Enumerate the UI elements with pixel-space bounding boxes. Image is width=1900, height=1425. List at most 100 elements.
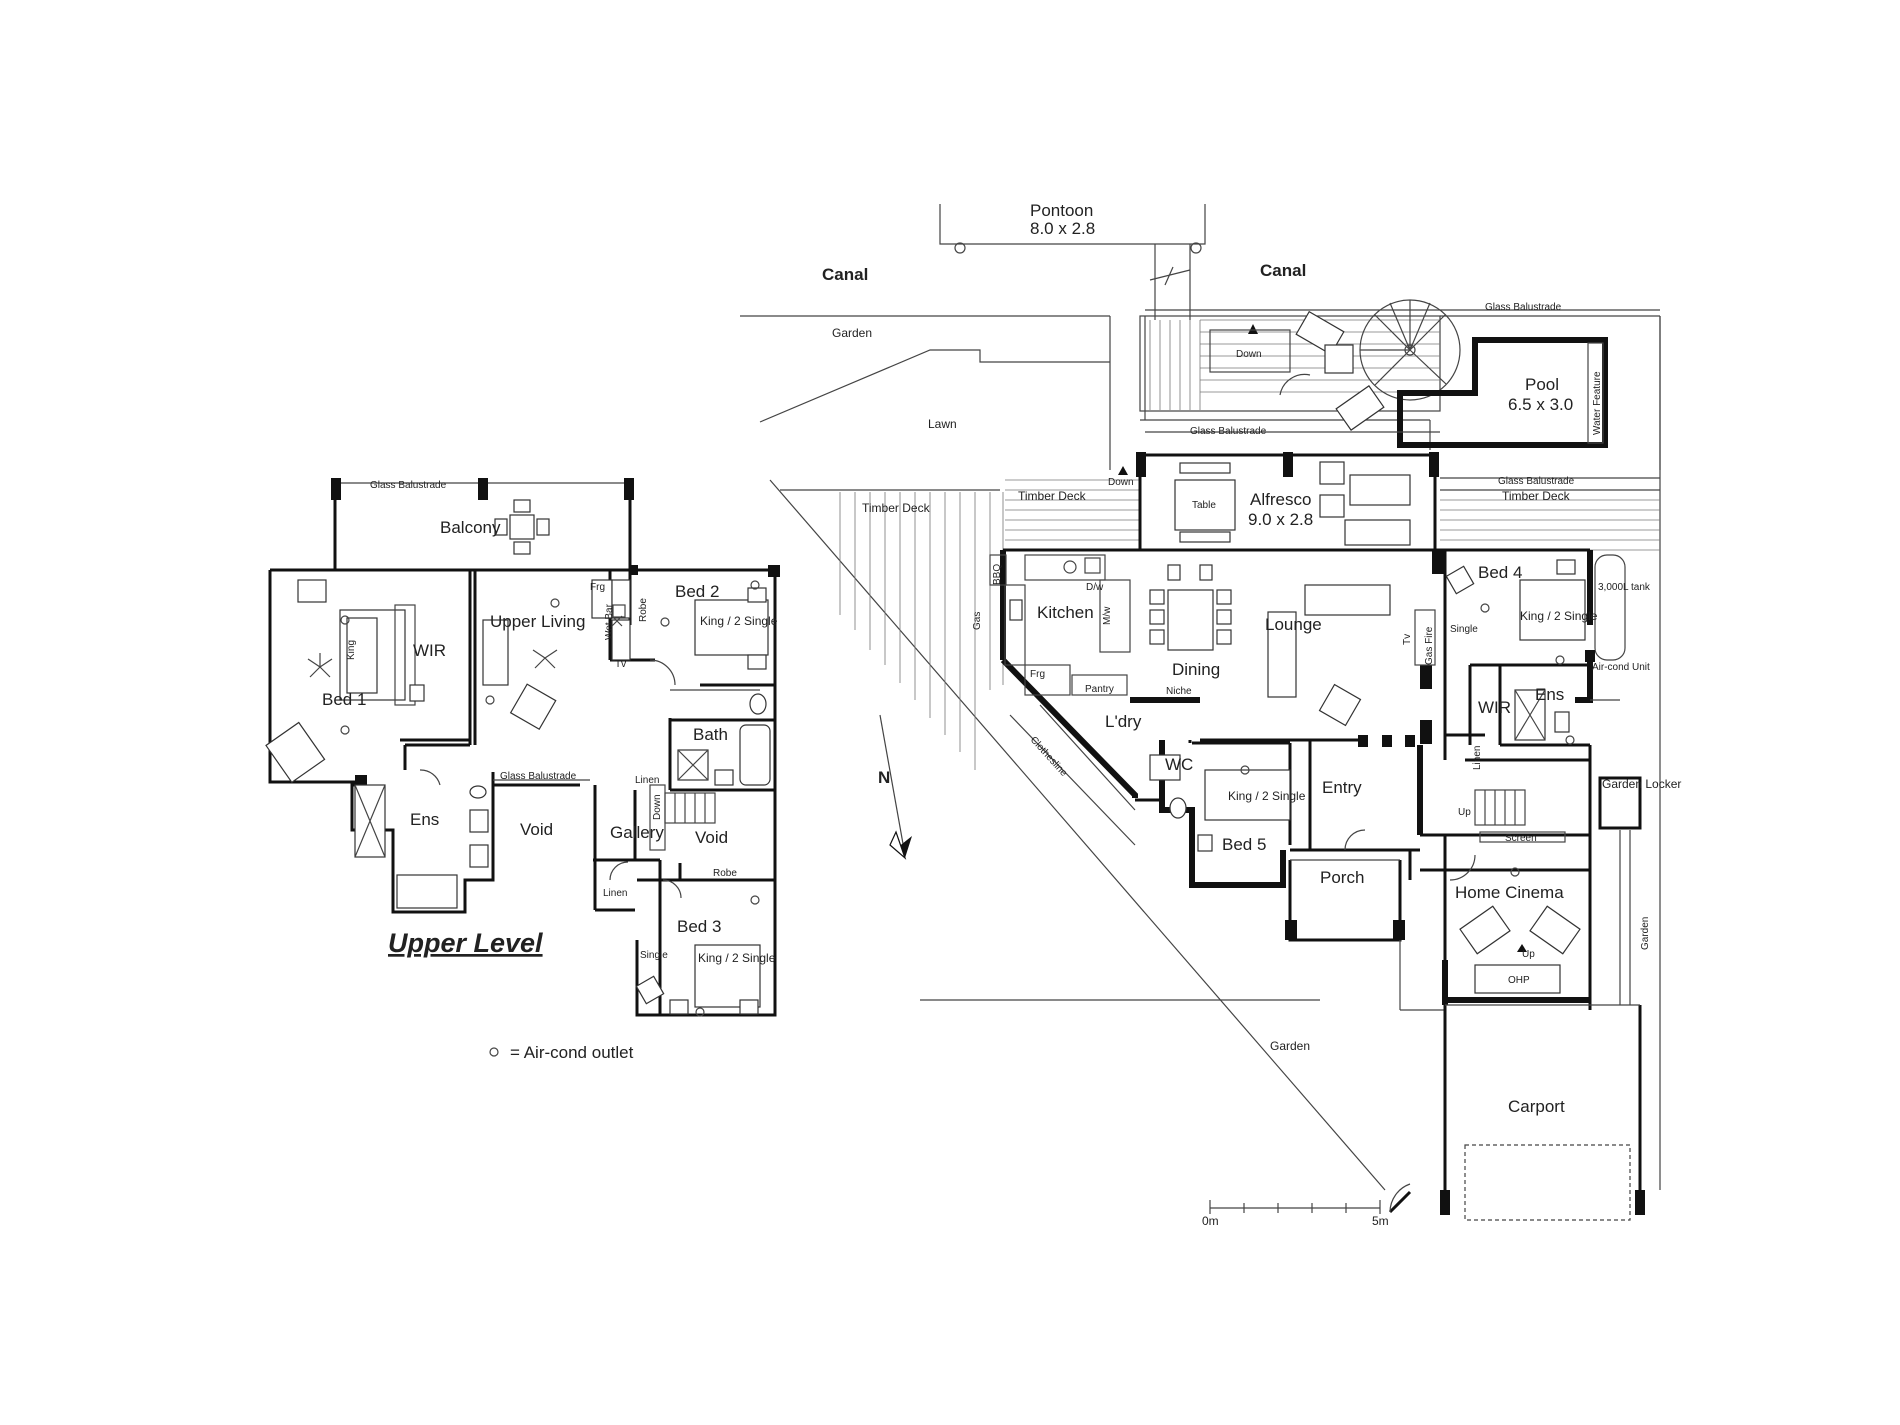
carport — [1440, 1004, 1645, 1221]
upper-level-title: Upper Level — [388, 928, 543, 958]
porch-label: Porch — [1320, 868, 1364, 887]
timber-deck-2-label: Timber Deck — [1018, 489, 1087, 503]
down-deck-label: Down — [1108, 477, 1134, 488]
bed3-bed-label: King / 2 Single — [698, 951, 776, 965]
bed2-label: Bed 2 — [675, 582, 719, 601]
scale-start-label: 0m — [1202, 1214, 1219, 1228]
garden-top-label: Garden — [832, 326, 872, 340]
porch — [1285, 859, 1405, 942]
screen-label: Screen — [1505, 833, 1537, 844]
robe-label: Robe — [638, 598, 649, 622]
lounge-label: Lounge — [1265, 615, 1322, 634]
king-label: King — [346, 640, 357, 660]
bed5-furniture — [1197, 765, 1291, 852]
site-plan: Pontoon 8.0 x 2.8 Canal Canal Garden Law… — [740, 201, 1681, 1228]
alfresco — [1136, 452, 1439, 550]
canal-right-label: Canal — [1260, 261, 1306, 280]
void-label-2: Void — [695, 828, 728, 847]
void-label-1: Void — [520, 820, 553, 839]
pontoon-size-label: 8.0 x 2.8 — [1030, 219, 1095, 238]
bed2-bed-label: King / 2 Single — [700, 614, 778, 628]
carport-label: Carport — [1508, 1097, 1565, 1116]
pantry-label: Pantry — [1085, 684, 1114, 695]
linen-label-ground: Linen — [1472, 746, 1483, 770]
pontoon-label: Pontoon — [1030, 201, 1093, 220]
table-label: Table — [1192, 500, 1216, 511]
north-label: N — [878, 768, 890, 787]
home-cinema — [1449, 854, 1581, 994]
property-boundary — [769, 479, 1386, 1191]
pool-size-label: 6.5 x 3.0 — [1508, 395, 1573, 414]
laundry — [1009, 704, 1181, 846]
lounge-furniture — [1267, 584, 1436, 727]
linen-label: Linen — [635, 775, 659, 786]
up2-label: Up — [1522, 949, 1535, 960]
scale-bar — [1209, 1200, 1381, 1214]
ground-walls — [1000, 548, 1620, 1010]
wir-ens-fixtures — [1514, 689, 1575, 745]
timber-deck-right — [1440, 499, 1660, 551]
ldry-label: L'dry — [1105, 712, 1142, 731]
frg-label: Frg — [590, 582, 605, 593]
bath-label: Bath — [693, 725, 728, 744]
upper-walls — [268, 565, 780, 1017]
aircon-legend-label: = Air-cond outlet — [510, 1043, 634, 1062]
wir-label-ground: WIR — [1478, 698, 1511, 717]
pontoon — [939, 204, 1206, 320]
lawn-label: Lawn — [928, 417, 957, 431]
alfresco-label: Alfresco — [1250, 490, 1311, 509]
upper-stairs — [649, 784, 716, 851]
dining-label: Dining — [1172, 660, 1220, 679]
timber-deck-left — [780, 489, 1004, 770]
gallery-label: Gallery — [610, 823, 664, 842]
bed5-bed-label: King / 2 Single — [1228, 789, 1306, 803]
garden-locker-label: Garden Locker — [1602, 777, 1681, 791]
upper-level-plan: Glass Balustrade Balcony — [265, 478, 780, 1062]
bed5-label: Bed 5 — [1222, 835, 1266, 854]
wir-label: WIR — [413, 641, 446, 660]
mw-label: M/w — [1102, 606, 1113, 625]
timber-deck-3-label: Timber Deck — [1502, 489, 1571, 503]
top-deck — [1139, 299, 1461, 431]
upper-living-label: Upper Living — [490, 612, 585, 631]
bath-fixtures — [677, 693, 771, 786]
tv-label: Tv — [615, 659, 626, 670]
ground-stairs — [1474, 789, 1566, 843]
bed2-furniture — [649, 580, 769, 686]
clothesline-label: Clothesline — [1028, 735, 1070, 779]
bed4-label: Bed 4 — [1478, 563, 1522, 582]
garden-lines — [740, 309, 1661, 1190]
balcony-label: Balcony — [440, 518, 501, 537]
glass-balustrade-1-label: Glass Balustrade — [1485, 302, 1562, 313]
ohp-label: OHP — [1508, 975, 1530, 986]
kitchen-label: Kitchen — [1037, 603, 1094, 622]
bed3-furniture — [635, 879, 761, 1017]
gas-fire-label: Gas Fire — [1424, 626, 1435, 665]
pool — [1397, 337, 1608, 448]
up-label: Up — [1458, 807, 1471, 818]
single-label-ground: Single — [1450, 624, 1478, 635]
home-cinema-label: Home Cinema — [1455, 883, 1564, 902]
aircon-unit-label: Air-cond Unit — [1592, 662, 1650, 673]
bed4-bed-label: King / 2 Single — [1520, 609, 1598, 623]
entry-label: Entry — [1322, 778, 1362, 797]
wc-label: WC — [1165, 755, 1193, 774]
single-label: Single — [640, 950, 668, 961]
garden-locker — [1598, 776, 1642, 830]
bed1-furniture — [265, 579, 470, 784]
timber-deck-1-label: Timber Deck — [862, 501, 931, 515]
bed3-label: Bed 3 — [677, 917, 721, 936]
aircon-outlet-icon — [489, 1047, 499, 1057]
pool-label: Pool — [1525, 375, 1559, 394]
scale-end-label: 5m — [1372, 1214, 1389, 1228]
garden-side-label: Garden — [1640, 917, 1651, 950]
bed1-label: Bed 1 — [322, 690, 366, 709]
tank-label: 3,000L tank — [1598, 582, 1651, 593]
bed4-furniture — [1445, 554, 1626, 665]
ens-label: Ens — [410, 810, 439, 829]
robe2-label: Robe — [713, 868, 737, 879]
top-deck-boards — [1149, 319, 1440, 410]
niche-label: Niche — [1166, 686, 1192, 697]
balcony-area — [331, 478, 634, 570]
